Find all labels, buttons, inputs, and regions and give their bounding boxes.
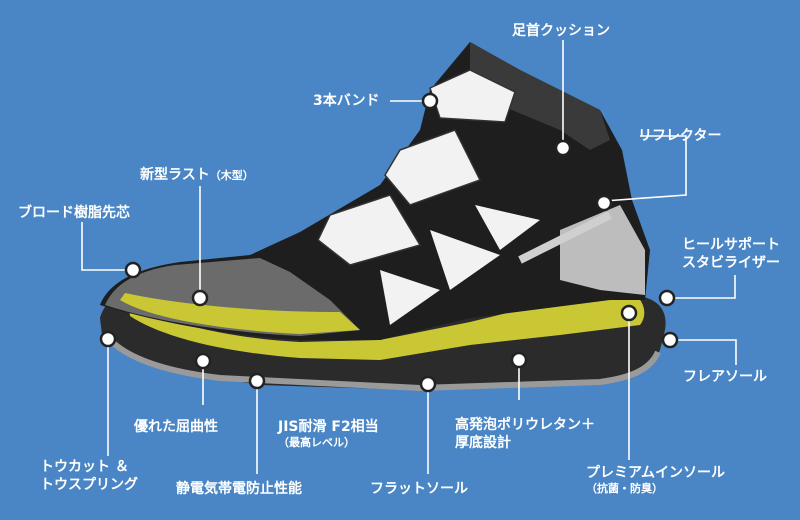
label-heel-support-line1: ヒールサポート (682, 237, 780, 253)
marker-foam (510, 351, 528, 369)
label-ankle-cushion: 足首クッション (512, 23, 610, 39)
side-panel-3 (380, 270, 440, 325)
leader-resin-toe (81, 222, 133, 271)
label-heel-support-line2: スタビライザー (682, 255, 780, 271)
marker-ankle-cushion (554, 139, 572, 157)
label-toe-cap: トウカット ＆ トウスプリング (40, 458, 138, 494)
label-toe-cap-line1: トウカット ＆ (40, 459, 129, 475)
label-new-last: 新型ラスト（木型） (140, 166, 254, 185)
label-three-band: 3本バンド (313, 93, 380, 109)
marker-jis (248, 372, 266, 390)
label-foam-line1: 高発泡ポリウレタン＋ (455, 417, 595, 433)
label-flex: 優れた屈曲性 (134, 419, 218, 435)
label-jis: JIS耐滑 F2相当 （最高レベル） (278, 418, 379, 450)
strap-top (429, 69, 516, 123)
reflector-strip (518, 211, 612, 264)
label-foam: 高発泡ポリウレタン＋ 厚底設計 (455, 416, 595, 452)
strap-low (317, 194, 422, 266)
leader-flare-sole (670, 339, 737, 365)
side-panel-2 (430, 230, 500, 290)
label-insole: プレミアムインソール （抗菌・防臭） (586, 464, 725, 496)
label-toe-cap-line2: トウスプリング (40, 477, 138, 493)
marker-three-band (421, 92, 439, 110)
label-reflector: リフレクター (638, 128, 722, 144)
marker-flare-sole (661, 331, 679, 349)
marker-toe-cap (99, 330, 117, 348)
label-new-last-note: （木型） (209, 169, 254, 182)
label-insole-note: （抗菌・防臭） (586, 482, 663, 495)
marker-insole (620, 304, 638, 322)
marker-resin-toe (124, 261, 142, 279)
outsole-tread (107, 337, 661, 392)
label-foam-line2: 厚底設計 (455, 435, 511, 451)
label-flare-sole: フレアソール (683, 369, 767, 385)
label-new-last-main: 新型ラスト (140, 167, 210, 183)
label-jis-note: （最高レベル） (278, 436, 355, 449)
leader-heel-support (667, 275, 736, 299)
label-resin-toe: ブロード樹脂先芯 (18, 205, 130, 221)
marker-new-last (191, 289, 209, 307)
marker-heel-support (658, 289, 676, 307)
side-panel-1 (475, 205, 540, 250)
strap-mid (384, 129, 482, 206)
label-jis-main: JIS耐滑 F2相当 (278, 419, 379, 435)
toe-insole (120, 293, 360, 334)
label-insole-main: プレミアムインソール (586, 465, 726, 481)
label-antistatic: 静電気帯電防止性能 (176, 481, 302, 497)
marker-reflector (595, 194, 613, 212)
marker-flex (194, 352, 212, 370)
midsole-foam (128, 290, 645, 360)
collar (470, 42, 610, 150)
leader-reflector (603, 135, 687, 202)
label-heel-support: ヒールサポート スタビライザー (682, 236, 780, 272)
marker-flat-sole (419, 375, 437, 393)
label-flat-sole: フラットソール (370, 481, 468, 497)
